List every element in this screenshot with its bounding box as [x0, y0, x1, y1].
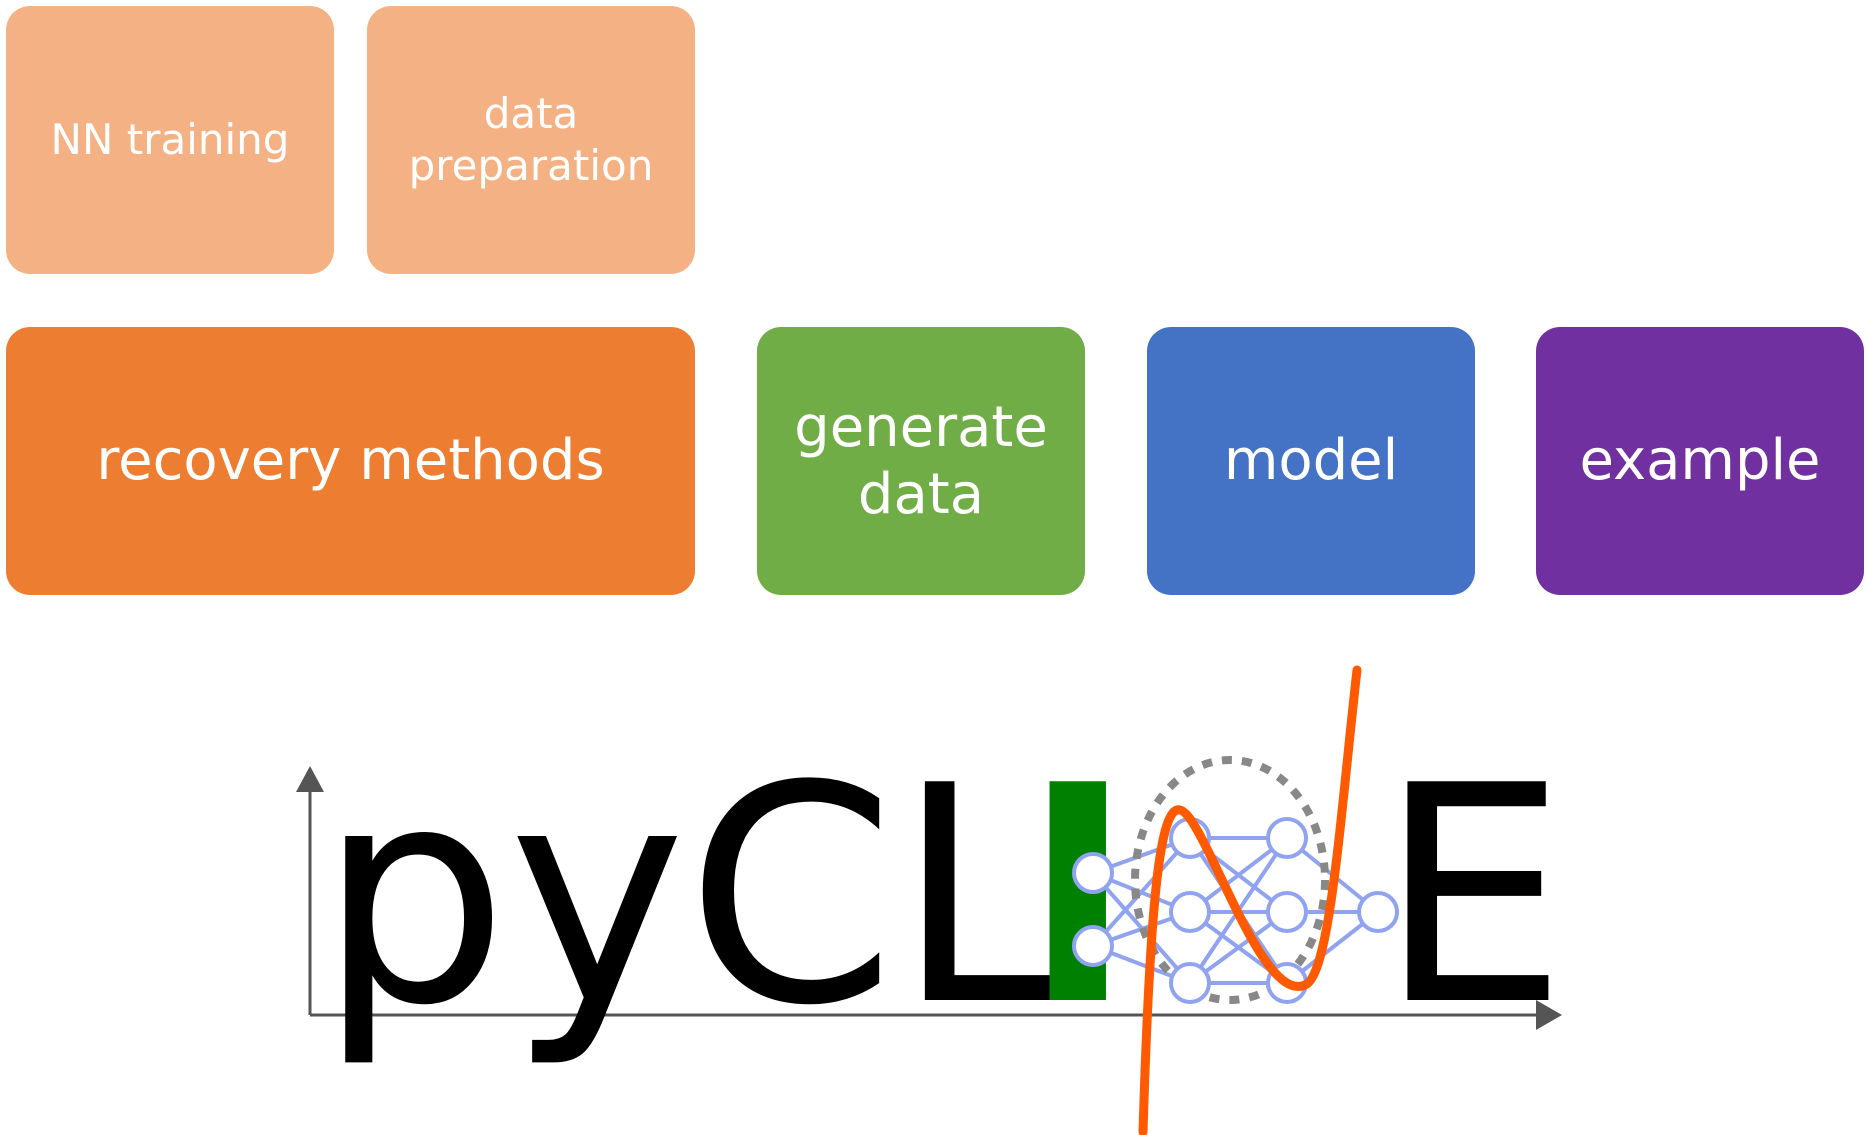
network-node	[1169, 891, 1211, 933]
generate-data-label-line2: data	[857, 462, 985, 527]
network-node	[1266, 891, 1308, 933]
network-edge	[1091, 836, 1192, 948]
logo-prefix-text: pyCL	[318, 722, 1064, 1071]
data-preparation-box: data preparation	[367, 6, 695, 274]
generate-data-box: generate data	[757, 327, 1085, 595]
example-box: example	[1536, 327, 1864, 595]
y-axis-arrow-icon	[296, 766, 324, 792]
x-axis-arrow-icon	[1536, 1000, 1562, 1030]
network-node	[1072, 852, 1114, 894]
logo-green-letter: I	[1022, 722, 1134, 1071]
network-node	[1072, 925, 1114, 967]
nn-training-box: NN training	[6, 6, 334, 274]
recovery-methods-label: recovery methods	[96, 428, 605, 493]
neural-network-icon	[1072, 756, 1399, 1004]
data-preparation-label-line2: preparation	[408, 141, 654, 190]
dotted-highlight-circle	[1131, 756, 1329, 1004]
network-node	[1169, 962, 1211, 1004]
network-node	[1266, 817, 1308, 859]
orange-curve-icon	[1138, 665, 1362, 1135]
network-node	[1357, 891, 1399, 933]
data-preparation-label-line1: data	[483, 88, 579, 138]
recovery-methods-box: recovery methods	[6, 327, 695, 595]
logo-axes	[296, 766, 1562, 1030]
logo-suffix-text: E	[1378, 722, 1568, 1071]
nn-training-label: NN training	[50, 114, 290, 164]
model-box: model	[1147, 327, 1475, 595]
example-label: example	[1579, 428, 1821, 493]
model-label: model	[1223, 428, 1399, 493]
generate-data-label-line1: generate	[794, 394, 1048, 460]
